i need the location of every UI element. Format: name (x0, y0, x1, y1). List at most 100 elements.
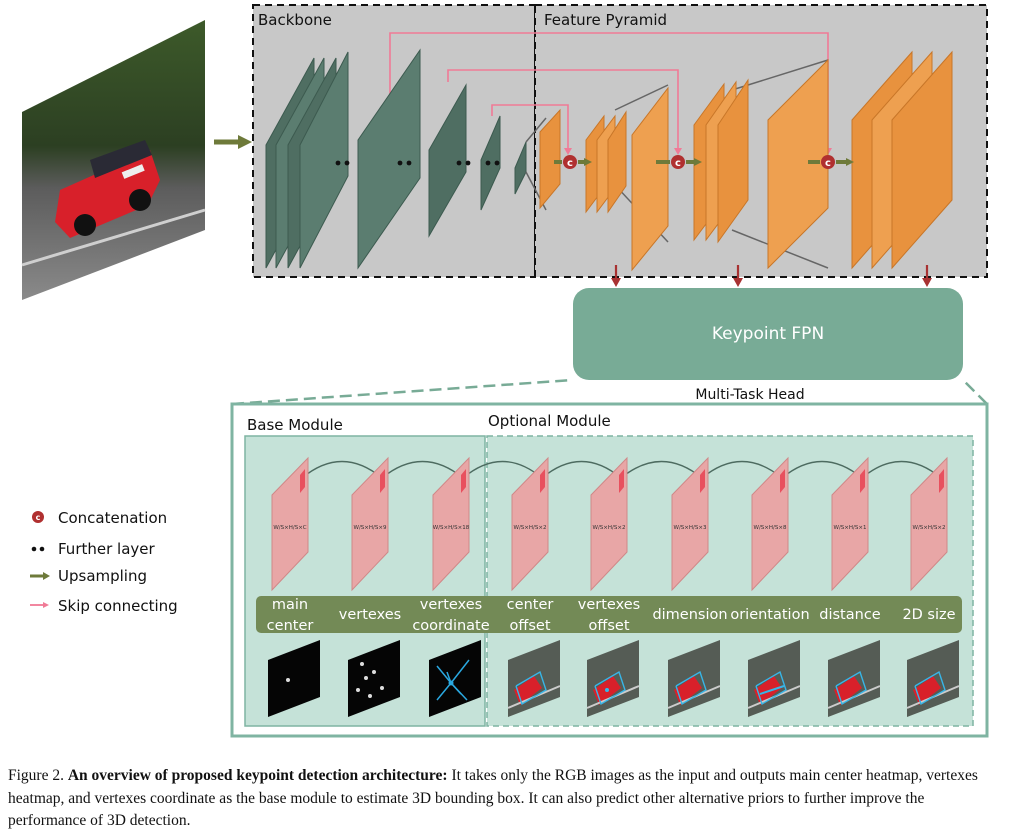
optional-module-box (486, 435, 974, 727)
head-label: vertexes offset (578, 597, 640, 634)
pyramid-stack-2 (693, 58, 829, 270)
head-output-shape: W/S×H/S×1 (834, 525, 867, 531)
svg-text:Skip connecting: Skip connecting (58, 597, 178, 615)
head-card: W/S×H/S×1 (831, 456, 869, 592)
head-output-shape: W/S×H/S×C (273, 525, 306, 531)
input-image (21, 20, 206, 300)
svg-text:orientation: orientation (730, 607, 809, 623)
head-output-shape: W/S×H/S×2 (593, 525, 626, 531)
head-funnel (231, 378, 988, 406)
legend: c Concatenation Further layer Upsampling… (30, 509, 178, 615)
head-thumbnails (268, 640, 960, 717)
svg-text:c: c (825, 158, 831, 169)
svg-text:Concatenation: Concatenation (58, 509, 167, 527)
backbone-stack-2 (357, 48, 421, 270)
head-label: main center (267, 597, 314, 634)
backbone-stack-4 (480, 115, 501, 211)
head-label: orientation (730, 607, 809, 623)
architecture-diagram: Backbone Feature Pyramid (21, 4, 989, 738)
heatmap-thumbnail (429, 640, 481, 717)
legend-upsampling: Upsampling (30, 567, 147, 585)
svg-text:2D size: 2D size (902, 607, 955, 623)
svg-text:vertexes: vertexes (420, 597, 482, 613)
pyramid-stack-1 (585, 86, 669, 272)
legend-further-layer: Further layer (31, 540, 155, 558)
svg-text:Further layer: Further layer (58, 540, 155, 558)
head-output-shape: W/S×H/S×3 (674, 525, 707, 531)
backbone-stack-1 (265, 51, 349, 269)
svg-text:offset: offset (588, 618, 629, 634)
svg-text:c: c (675, 158, 681, 169)
backbone-stack-3 (428, 83, 467, 238)
head-label: distance (819, 607, 881, 623)
head-card: W/S×H/S×3 (671, 456, 709, 592)
head-label: center offset (507, 597, 554, 634)
keypoint-fpn-box (573, 288, 963, 380)
head-output-shape: W/S×H/S×2 (514, 525, 547, 531)
dots-icon (31, 546, 37, 552)
pyramid-layers (539, 50, 953, 272)
head-label: vertexes coordinate (412, 597, 489, 634)
svg-text:offset: offset (509, 618, 550, 634)
head-card: W/S×H/S×C (271, 456, 309, 592)
svg-text:dimension: dimension (652, 607, 727, 623)
prediction-thumbnail (667, 640, 721, 717)
legend-concatenation: c Concatenation (32, 509, 167, 527)
down-arrows (611, 265, 932, 287)
legend-skip: Skip connecting (30, 597, 178, 615)
svg-text:distance: distance (819, 607, 881, 623)
svg-text:c: c (36, 513, 41, 522)
backbone-layers (265, 48, 527, 270)
pyramid-upsampling (554, 158, 854, 166)
prediction-thumbnail (906, 640, 960, 717)
prediction-thumbnail (507, 640, 561, 717)
head-card: W/S×H/S×2 (910, 456, 948, 592)
svg-text:main: main (272, 597, 308, 613)
prediction-thumbnail (586, 640, 640, 717)
head-label: dimension (652, 607, 727, 623)
further-layer-dots (335, 160, 500, 166)
base-module-label: Base Module (247, 416, 343, 434)
head-output-shape: W/S×H/S×8 (754, 525, 787, 531)
pyramid-stack-3 (851, 50, 953, 270)
head-card: W/S×H/S×9 (351, 456, 389, 592)
svg-text:center: center (267, 618, 314, 634)
head-cards: W/S×H/S×C W/S×H/S×9 W/S×H/S×18 W/S×H/S×2 W/S… (271, 456, 948, 592)
svg-text:vertexes: vertexes (339, 607, 401, 623)
head-card: W/S×H/S×18 (432, 456, 470, 592)
caption-prefix: Figure 2. (8, 767, 68, 784)
head-card: W/S×H/S×8 (751, 456, 789, 592)
caption-body: It takes only the RGB images as the inpu… (8, 767, 978, 829)
input-arrow (214, 135, 252, 149)
concat-icon: c (821, 155, 835, 169)
backbone-label: Backbone (258, 11, 332, 29)
svg-text:Upsampling: Upsampling (58, 567, 147, 585)
svg-text:c: c (567, 158, 573, 169)
pyramid-label: Feature Pyramid (544, 11, 667, 29)
svg-text:vertexes: vertexes (578, 597, 640, 613)
svg-text:coordinate: coordinate (412, 618, 489, 634)
head-output-shape: W/S×H/S×9 (354, 525, 387, 531)
heatmap-thumbnail (348, 640, 400, 717)
head-card: W/S×H/S×2 (511, 456, 549, 592)
concat-icon: c (671, 155, 685, 169)
head-card: W/S×H/S×2 (590, 456, 628, 592)
figure-caption: Figure 2. An overview of proposed keypoi… (8, 765, 998, 833)
keypoint-fpn-label: Keypoint FPN (712, 324, 824, 344)
head-labels: main center vertexes vertexes coordinate cent… (267, 597, 956, 634)
concat-icon (32, 511, 44, 523)
head-label: vertexes (339, 607, 401, 623)
concat-icon: c (563, 155, 577, 169)
head-output-shape: W/S×H/S×18 (433, 525, 470, 531)
heatmap-thumbnail (268, 640, 320, 717)
caption-title: An overview of proposed keypoint detecti… (67, 767, 448, 784)
concat-nodes: c c c (563, 155, 835, 169)
svg-text:center: center (507, 597, 554, 613)
optional-module-label: Optional Module (488, 412, 611, 430)
head-output-shape: W/S×H/S×2 (913, 525, 946, 531)
head-label: 2D size (902, 607, 955, 623)
multitask-label: Multi-Task Head (695, 387, 804, 403)
prediction-thumbnail (827, 640, 881, 717)
prediction-thumbnail (747, 640, 801, 717)
head-label-bar (256, 596, 962, 633)
